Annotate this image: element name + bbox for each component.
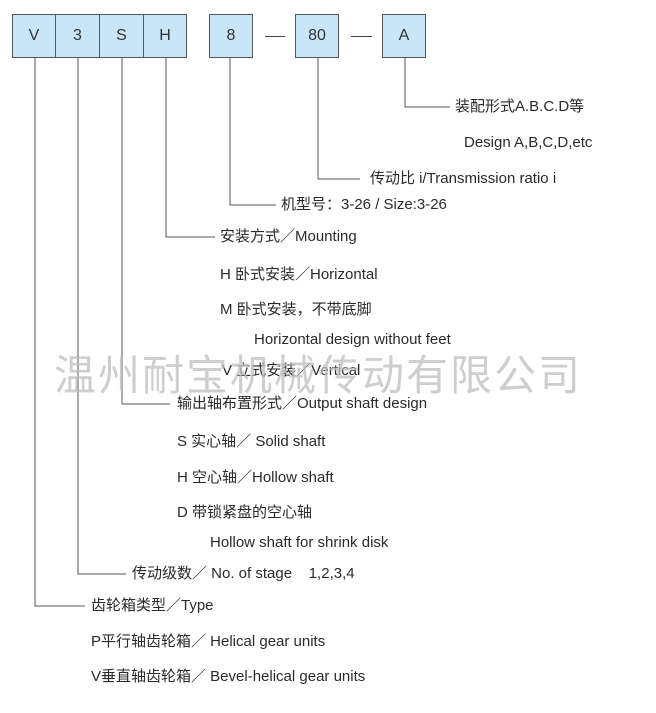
dash xyxy=(351,36,372,37)
code-box-stage: 3 xyxy=(55,14,100,58)
connector-size xyxy=(229,58,276,206)
watermark: 温州耐宝机械传动有限公司 xyxy=(54,351,583,400)
ratio-label: 传动比 i/Transmission ratio i xyxy=(370,170,557,187)
connector-type xyxy=(34,58,85,607)
design-label-en: Design A,B,C,D,etc xyxy=(464,134,593,151)
type-option-v: V垂直轴齿轮箱／ Bevel-helical gear units xyxy=(91,668,366,685)
output-option-s: S 实心轴／ Solid shaft xyxy=(177,433,326,450)
code-box-type: V xyxy=(12,14,56,58)
dash xyxy=(265,36,285,37)
stage-label: 传动级数／ No. of stage 1,2,3,4 xyxy=(132,565,355,582)
mounting-option-m: M 卧式安装，不带底脚 xyxy=(220,301,372,318)
connector-stage xyxy=(77,58,126,575)
mounting-option-m-en: Horizontal design without feet xyxy=(254,331,451,348)
connector-mounting xyxy=(165,58,215,238)
output-option-h: H 空心轴／Hollow shaft xyxy=(177,469,334,486)
mounting-option-v: V 立式安装／Vertical xyxy=(222,362,361,379)
output-option-d-en: Hollow shaft for shrink disk xyxy=(210,534,389,551)
output-shaft-label: 输出轴布置形式／Output shaft design xyxy=(177,395,428,412)
code-box-ratio: 80 xyxy=(295,14,339,58)
code-box-design: A xyxy=(382,14,426,58)
connector-ratio xyxy=(317,58,360,180)
design-label-cn: 装配形式A.B.C.D等 xyxy=(455,98,585,115)
code-box-size: 8 xyxy=(209,14,253,58)
type-option-p: P平行轴齿轮箱／ Helical gear units xyxy=(91,633,326,650)
mounting-label: 安装方式／Mounting xyxy=(220,228,357,245)
mounting-option-h: H 卧式安装／Horizontal xyxy=(220,266,378,283)
connector-design xyxy=(404,58,450,108)
size-label: 机型号：3-26 / Size:3-26 xyxy=(281,196,447,213)
type-label: 齿轮箱类型／Type xyxy=(91,597,214,614)
connector-output xyxy=(121,58,170,405)
code-box-mounting: H xyxy=(143,14,187,58)
output-option-d: D 带锁紧盘的空心轴 xyxy=(177,504,313,521)
